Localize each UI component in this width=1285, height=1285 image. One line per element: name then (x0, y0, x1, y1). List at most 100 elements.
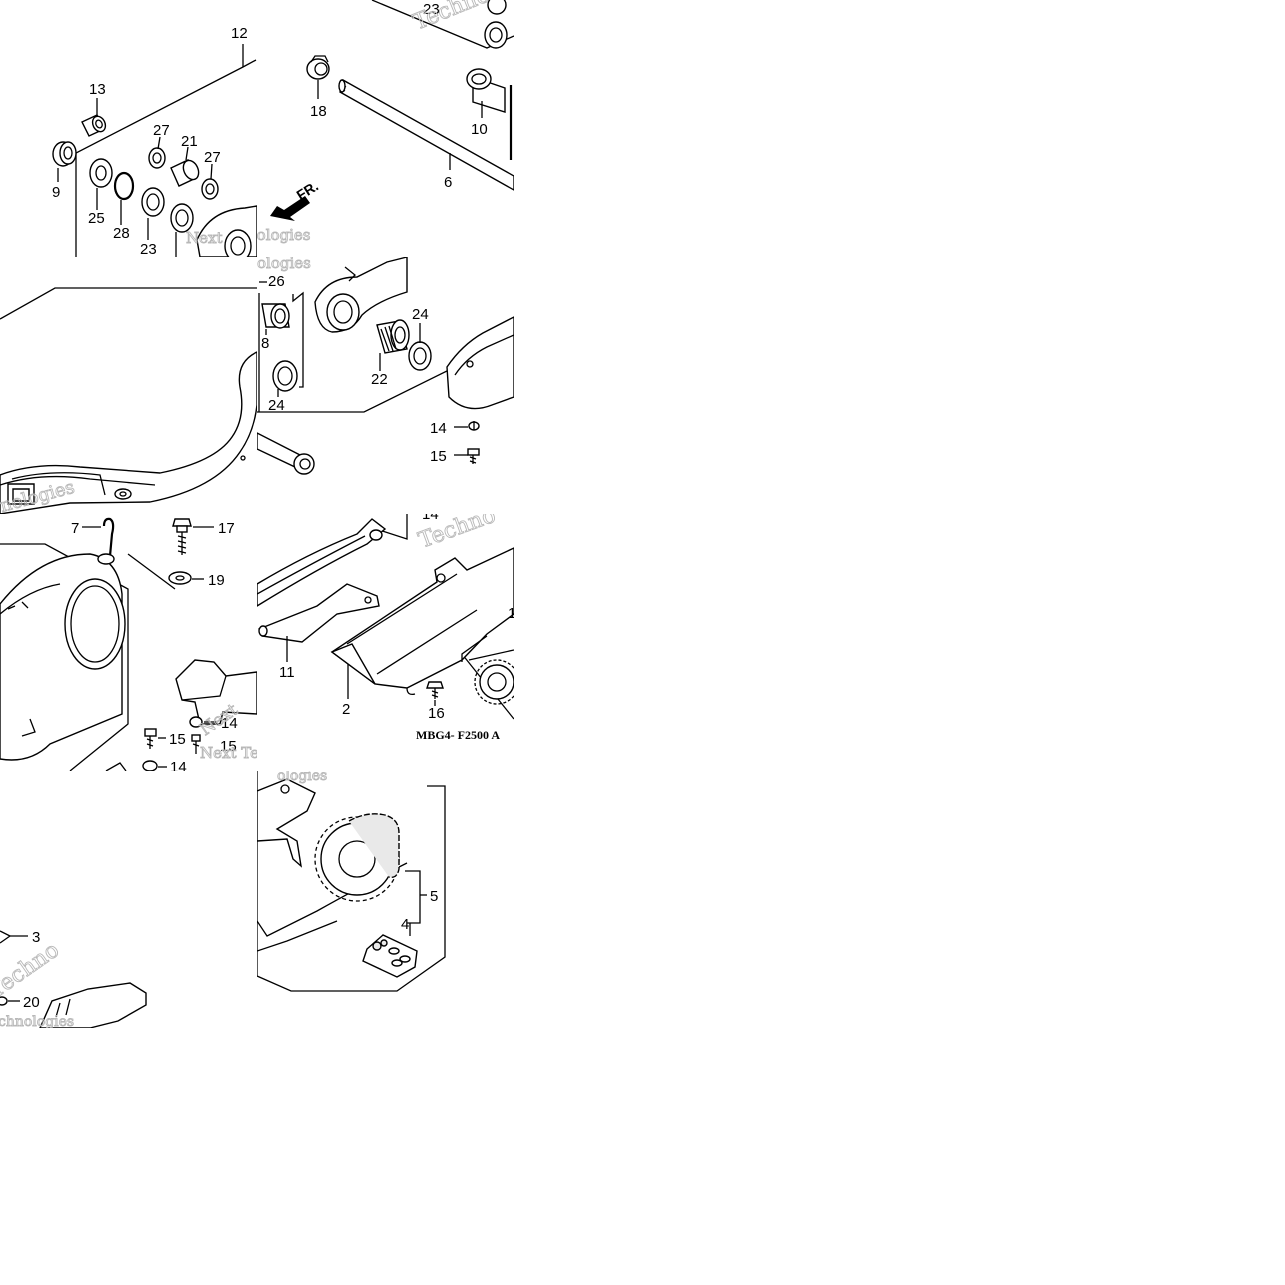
swingarm-body-drawing: nologies (0, 287, 257, 514)
callout-5: 5 (430, 888, 438, 905)
bushing-9 (52, 141, 77, 167)
circlip-28 (113, 171, 135, 201)
clamp-7 (97, 517, 115, 565)
chain-guard-drawing: 1 11 2 16 14 MBG4- F2500 A Techno (257, 514, 514, 742)
pivot-bolt-end (257, 432, 315, 475)
drive-chain-5 (348, 813, 400, 879)
callout-26: 26 (268, 273, 285, 290)
callout-24b: 24 (412, 306, 429, 323)
nut-14-bottom (142, 760, 158, 771)
bolt-15-left (144, 728, 157, 749)
seal-right (170, 203, 194, 233)
drive-chain-drawing: 5 4 ologies (257, 771, 446, 992)
needle-bearing-22 (376, 319, 410, 354)
tile-lower-left: 3 20 Techno chnologies (0, 771, 257, 1028)
drive-sprocket (468, 649, 514, 705)
tile-chain-guard: 1 11 2 16 14 MBG4- F2500 A Techno (257, 514, 514, 771)
master-link-4 (362, 934, 418, 978)
chain-case-drawing: 7 17 19 14 15 15 14 Next Te Next (0, 517, 257, 771)
callout-6: 6 (444, 174, 452, 191)
nut-14-lower (189, 716, 203, 728)
washer-19 (168, 571, 192, 585)
callout-14a: 14 (430, 420, 447, 437)
callout-22: 22 (371, 371, 388, 388)
callout-20: 20 (23, 994, 40, 1011)
callout-15b: 15 (169, 731, 186, 748)
callout-14c: 14 (170, 759, 187, 771)
callout-28: 28 (113, 225, 130, 242)
callout-12: 12 (231, 25, 248, 42)
chain-slider (257, 518, 387, 607)
bolt-15-right (191, 734, 201, 754)
swingarm-frame (0, 351, 257, 514)
cushion-arm-link (314, 257, 408, 333)
pivot-shaft-6 (338, 78, 514, 191)
bearing-27-lower (201, 178, 219, 200)
bolt-20 (0, 996, 8, 1006)
callout-8: 8 (261, 335, 269, 352)
callout-3: 3 (32, 929, 40, 946)
watermark-text: nologies (257, 226, 311, 244)
callout-11: 11 (279, 664, 295, 681)
pivot-bearings-drawing: 12 13 9 27 21 27 25 28 23 Next (52, 25, 257, 257)
callout-14d: 14 (422, 514, 439, 523)
bearing-27-upper (148, 147, 166, 169)
callout-10: 10 (471, 121, 488, 138)
bolt-15 (467, 448, 480, 464)
case-body (0, 553, 126, 761)
callout-14b: 14 (221, 715, 238, 732)
callout-17: 17 (218, 520, 235, 537)
chain-guard-2 (330, 547, 514, 696)
callout-9: 9 (52, 184, 60, 201)
bolt-16 (426, 681, 444, 699)
watermark-text: ologies (277, 771, 327, 784)
slider-plate-11 (258, 583, 380, 643)
callout-18: 18 (310, 103, 327, 120)
callout-21: 21 (181, 133, 198, 150)
bearing-23-left (141, 187, 165, 217)
watermark-text: Next (186, 229, 223, 247)
swingarm-pivot-end (196, 205, 257, 257)
collar-8 (261, 303, 290, 329)
tile-pivot-bearings: 12 13 9 27 21 27 25 28 23 Next (0, 0, 257, 257)
pivot-shaft-drawing: FR. 23 18 10 6 Techno nologies (257, 0, 514, 244)
cushion-arm-drawing: 26 8 24 22 24 14 15 ologies (257, 257, 514, 475)
callout-2: 2 (342, 701, 350, 718)
callout-23a: 23 (140, 241, 157, 257)
diagram-part-code: MBG4- F2500 A (416, 728, 500, 742)
callout-23b: 23 (423, 1, 440, 18)
front-arrow-icon (270, 196, 310, 221)
front-direction-label: FR. (293, 178, 321, 204)
lower-left-drawing: 3 20 Techno chnologies (0, 929, 147, 1028)
nut-18 (306, 55, 330, 80)
callout-16: 16 (428, 705, 445, 722)
tile-pivot-shaft: FR. 23 18 10 6 Techno nologies (257, 0, 514, 257)
watermark-text: chnologies (0, 1014, 74, 1028)
callout-19: 19 (208, 572, 225, 589)
seal-25 (89, 158, 113, 188)
watermark-text: ologies (257, 257, 311, 272)
guard-bracket (175, 659, 257, 725)
bolt-17 (172, 518, 192, 555)
callout-24a: 24 (268, 397, 285, 414)
bolt-14 (468, 421, 480, 431)
collar-10 (466, 68, 506, 113)
seal-24-right (408, 341, 432, 371)
tile-swingarm-body: nologies (0, 257, 257, 514)
tail-guard (39, 982, 147, 1028)
callout-27a: 27 (153, 122, 170, 139)
seal-24-left (272, 360, 298, 392)
callout-15a: 15 (430, 448, 447, 465)
tile-drive-chain: 5 4 ologies (257, 771, 447, 993)
watermark-text: Next Te (200, 744, 257, 762)
callout-27b: 27 (204, 149, 221, 166)
callout-15c: 15 (220, 738, 237, 755)
callout-13: 13 (89, 81, 106, 98)
sleeve-21 (170, 159, 200, 187)
callout-25: 25 (88, 210, 105, 227)
callout-7: 7 (71, 520, 79, 537)
collar-13 (81, 114, 107, 137)
callout-4: 4 (401, 916, 409, 933)
chain-slider-guide (446, 316, 514, 410)
